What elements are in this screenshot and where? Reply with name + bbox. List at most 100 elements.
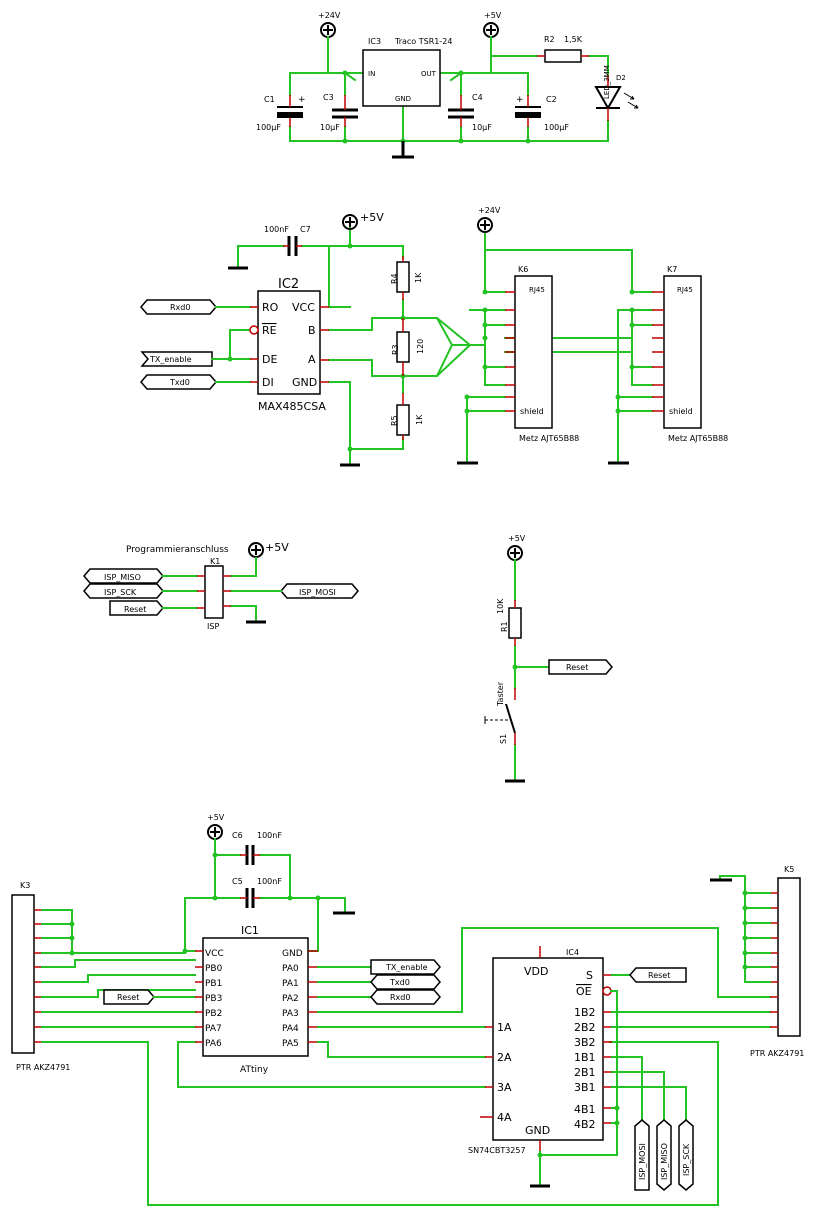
svg-text:PA1: PA1: [282, 979, 299, 989]
svg-text:Reset: Reset: [124, 605, 146, 614]
capacitor-c2: + C2 100µF: [515, 95, 569, 132]
c2-name: C2: [546, 95, 557, 104]
c3-value: 10µF: [320, 123, 340, 132]
svg-text:R3: R3: [391, 344, 400, 355]
supply-24v-symbol: +24V: [318, 11, 341, 38]
svg-text:ISP_SCK: ISP_SCK: [104, 588, 137, 597]
svg-text:4B2: 4B2: [574, 1118, 596, 1131]
capacitor-c5: C5 100nF: [232, 877, 282, 908]
svg-text:+: +: [298, 95, 306, 105]
svg-text:K1: K1: [210, 557, 220, 566]
svg-text:VCC: VCC: [292, 301, 315, 314]
svg-text:120: 120: [416, 339, 425, 354]
svg-text:ATtiny: ATtiny: [240, 1065, 269, 1075]
power-supply-section: +24V +5V IC3 Traco TSR1-24 IN OUT GND + …: [256, 11, 639, 159]
r2-name: R2: [544, 35, 555, 44]
svg-text:VDD: VDD: [524, 965, 548, 978]
isp-title: Programmieranschluss: [126, 545, 229, 555]
svg-text:K5: K5: [784, 865, 794, 874]
svg-text:B: B: [308, 324, 316, 337]
supply-5v-mcu-symbol: +5V: [207, 813, 225, 840]
svg-text:VCC: VCC: [205, 949, 224, 959]
svg-text:1A: 1A: [497, 1021, 512, 1034]
ic3-regulator: IC3 Traco TSR1-24 IN OUT GND: [362, 37, 452, 107]
ic4-sn74cbt3257: IC4 SN74CBT3257 VDD 1A 2A 3A 4A GND S OE…: [468, 946, 612, 1155]
svg-text:+5V: +5V: [265, 541, 289, 554]
svg-text:R1: R1: [500, 621, 509, 632]
supply-5v-reset-symbol: +5V: [507, 534, 526, 561]
svg-text:PB0: PB0: [205, 964, 223, 974]
resistor-r1: R1 10K: [496, 598, 522, 646]
svg-text:PA0: PA0: [282, 964, 299, 974]
svg-text:shield: shield: [520, 407, 544, 416]
svg-text:1K: 1K: [415, 414, 424, 425]
svg-text:ISP_MISO: ISP_MISO: [660, 1143, 669, 1180]
svg-text:GND: GND: [282, 949, 303, 959]
led-d2: D2 LED_3MM: [594, 65, 639, 121]
svg-text:3B2: 3B2: [574, 1036, 596, 1049]
svg-text:DI: DI: [262, 376, 274, 389]
svg-text:3B1: 3B1: [574, 1081, 596, 1094]
svg-text:OE: OE: [576, 985, 592, 998]
svg-text:Reset: Reset: [117, 993, 139, 1002]
c4-value: 10µF: [472, 123, 492, 132]
svg-text:1B1: 1B1: [574, 1051, 596, 1064]
net-label-tx-enable-mcu: TX_enable: [370, 959, 441, 975]
svg-text:Taster: Taster: [496, 681, 505, 707]
svg-text:PB2: PB2: [205, 1009, 222, 1019]
supply-5v-rs485-symbol: +5V: [342, 211, 384, 230]
svg-text:ISP: ISP: [207, 622, 219, 631]
svg-text:PA5: PA5: [282, 1039, 299, 1049]
svg-text:1K: 1K: [414, 272, 423, 283]
isp-section: Programmieranschluss +5V ISP_MISO ISP_SC…: [83, 541, 359, 631]
net-label-txd0: Txd0: [140, 374, 217, 390]
ic1-attiny: IC1 ATtiny VCC PB0 PB1 PB3 PB2 PA7 PA6 G…: [195, 924, 318, 1075]
svg-text:Txd0: Txd0: [389, 978, 410, 987]
svg-text:+5V: +5V: [207, 813, 225, 822]
svg-text:PA6: PA6: [205, 1039, 222, 1049]
supply-5v-symbol: +5V: [483, 11, 502, 38]
ic3-pin-in: IN: [368, 70, 375, 78]
svg-text:DE: DE: [262, 353, 277, 366]
svg-text:2B1: 2B1: [574, 1066, 596, 1079]
capacitor-c3: C3 10µF: [320, 93, 358, 132]
mcu-section: +5V C6 100nF C5 100nF K3 PTR AKZ4791 Res…: [11, 813, 804, 1206]
svg-text:S1: S1: [499, 734, 508, 744]
svg-text:+5V: +5V: [508, 534, 526, 543]
reset-section: +5V R1 10K Reset Taster S1: [484, 534, 613, 783]
svg-text:K6: K6: [518, 265, 528, 274]
net-label-reset-pb3: Reset: [103, 989, 155, 1005]
svg-text:100nF: 100nF: [257, 877, 282, 886]
capacitor-c7: 100nF C7: [264, 225, 311, 256]
net-label-txd0-mcu: Txd0: [370, 974, 441, 990]
svg-text:RO: RO: [262, 301, 279, 314]
svg-text:+5V: +5V: [360, 211, 384, 224]
svg-text:Rxd0: Rxd0: [170, 303, 190, 312]
svg-text:Metz AJT65B88: Metz AJT65B88: [668, 434, 728, 443]
svg-text:PA7: PA7: [205, 1024, 222, 1034]
connector-k6: K6 RJ45 shield Metz AJT65B88: [505, 265, 579, 443]
supply-5v-isp-symbol: +5V: [248, 541, 289, 558]
net-label-isp-miso-vertical: ISP_MISO: [656, 1119, 672, 1191]
svg-text:100nF: 100nF: [257, 831, 282, 840]
net-label-isp-mosi-vertical: ISP_MOSI: [634, 1119, 650, 1191]
connector-k7: K7 RJ45 shield Metz AJT65B88: [652, 265, 728, 443]
net-label-reset-ic4: Reset: [629, 967, 687, 983]
svg-text:PA4: PA4: [282, 1024, 299, 1034]
net-label-rxd0-mcu: Rxd0: [370, 989, 441, 1005]
c2-value: 100µF: [544, 123, 569, 132]
capacitor-c1: + C1 100µF: [256, 95, 306, 132]
c7-name: C7: [300, 225, 311, 234]
svg-text:RJ45: RJ45: [677, 286, 693, 294]
c1-name: C1: [264, 95, 275, 104]
switch-s1: Taster S1: [484, 681, 516, 745]
c3-name: C3: [323, 93, 334, 102]
connector-k1: K1 ISP: [197, 557, 231, 631]
resistor-r3: R3 120: [391, 318, 425, 376]
ic3-pin-gnd: GND: [395, 95, 411, 103]
supply-24v-rs485-symbol: +24V: [477, 206, 501, 233]
svg-text:PTR AKZ4791: PTR AKZ4791: [16, 1063, 70, 1072]
rs485-section: Rxd0 TX_enable Txd0 +5V: [140, 206, 728, 467]
svg-text:PB3: PB3: [205, 994, 222, 1004]
connector-k5: K5 PTR AKZ4791: [750, 865, 804, 1058]
